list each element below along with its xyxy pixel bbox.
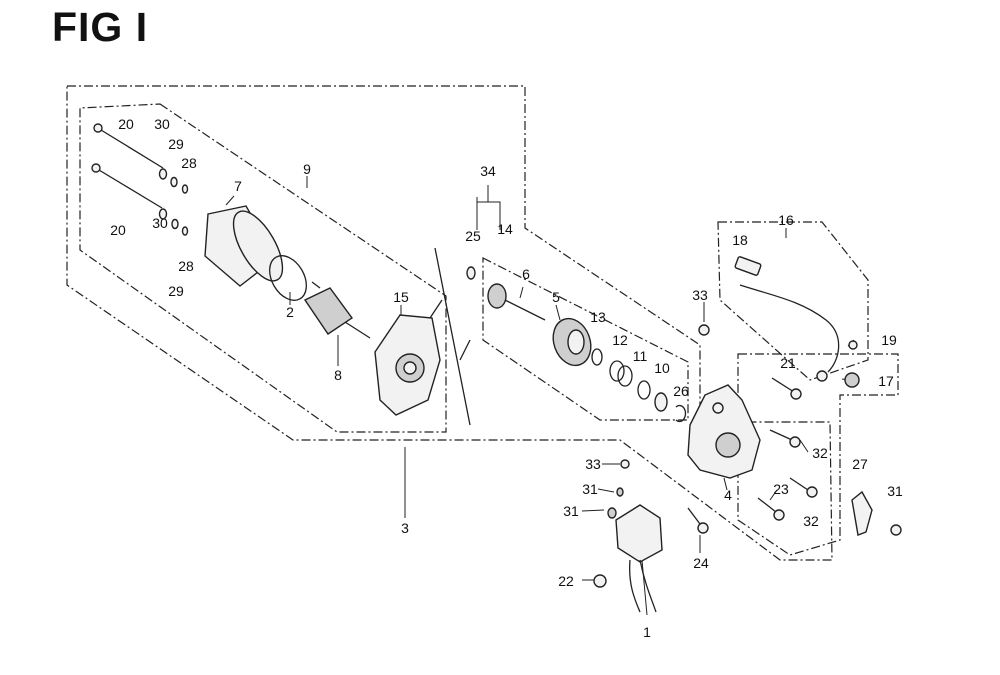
mount-bolt bbox=[757, 497, 785, 521]
callout-6: 6 bbox=[522, 266, 530, 282]
callout-31-upper: 31 bbox=[582, 481, 598, 497]
end-cover bbox=[374, 314, 441, 416]
callout-20-lower: 20 bbox=[110, 222, 126, 238]
cover-bolt bbox=[771, 377, 802, 400]
motor-housing bbox=[204, 205, 284, 287]
callout-19: 19 bbox=[881, 332, 897, 348]
callout-23: 23 bbox=[773, 481, 789, 497]
callout-15: 15 bbox=[393, 289, 409, 305]
callout-3: 3 bbox=[401, 520, 409, 536]
callout-2: 2 bbox=[286, 304, 294, 320]
cover-subassembly-frame bbox=[737, 353, 899, 556]
callout-25: 25 bbox=[465, 228, 481, 244]
spring-and-washers bbox=[591, 348, 687, 423]
relay-bolt bbox=[687, 507, 709, 534]
callout-9: 9 bbox=[303, 161, 311, 177]
armature bbox=[303, 281, 371, 339]
callout-22: 22 bbox=[558, 573, 574, 589]
callout-10: 10 bbox=[654, 360, 670, 376]
callout-11: 11 bbox=[633, 348, 648, 364]
long-bolt-upper bbox=[93, 123, 164, 169]
callout-33-lower: 33 bbox=[585, 456, 601, 472]
callout-34: 34 bbox=[480, 163, 496, 179]
mounting-bracket bbox=[851, 490, 902, 536]
callout-31-right: 31 bbox=[887, 483, 903, 499]
motor-subassembly-frame bbox=[79, 103, 447, 433]
callout-24: 24 bbox=[693, 555, 709, 571]
callout-17: 17 bbox=[878, 373, 894, 389]
callout-21: 21 bbox=[780, 355, 796, 371]
callout-7: 7 bbox=[234, 178, 242, 194]
o-ring bbox=[269, 255, 307, 301]
housing-cover bbox=[687, 384, 761, 479]
break-line bbox=[429, 247, 471, 426]
nut-lower bbox=[620, 459, 630, 469]
callout-13: 13 bbox=[590, 309, 606, 325]
leader-lines bbox=[225, 176, 855, 616]
cover-bolts bbox=[769, 429, 818, 498]
callout-16: 16 bbox=[778, 212, 794, 228]
callout-29-lower: 29 bbox=[168, 283, 184, 299]
callout-20-upper: 20 bbox=[118, 116, 134, 132]
callout-5: 5 bbox=[552, 289, 560, 305]
long-bolt-lower bbox=[91, 163, 163, 209]
callout-1: 1 bbox=[643, 624, 651, 640]
thrust-washer bbox=[466, 266, 476, 280]
cable bbox=[734, 256, 858, 382]
callout-30-lower: 30 bbox=[152, 215, 168, 231]
callout-29-upper: 29 bbox=[168, 136, 184, 152]
callout-12: 12 bbox=[612, 332, 628, 348]
starter-relay bbox=[607, 487, 663, 613]
callout-28-lower: 28 bbox=[178, 258, 194, 274]
callout-33-upper: 33 bbox=[692, 287, 708, 303]
callout-27: 27 bbox=[852, 456, 868, 472]
callout-30-upper: 30 bbox=[154, 116, 170, 132]
washer-set bbox=[158, 168, 189, 236]
callout-28-upper: 28 bbox=[181, 155, 197, 171]
drive-gear bbox=[487, 283, 546, 321]
clutch bbox=[552, 317, 592, 367]
callout-14: 14 bbox=[497, 221, 513, 237]
callout-4: 4 bbox=[724, 487, 732, 503]
terminal-nut bbox=[844, 372, 860, 388]
callout-26: 26 bbox=[673, 383, 689, 399]
relay-nut bbox=[593, 574, 607, 588]
callout-31-lower: 31 bbox=[563, 503, 579, 519]
callout-8: 8 bbox=[334, 367, 342, 383]
figure-title: FIG I bbox=[52, 4, 149, 50]
callout-18: 18 bbox=[732, 232, 748, 248]
nut-upper bbox=[698, 324, 710, 336]
callout-labels: 20 20 30 30 29 29 28 28 7 9 2 8 15 3 34 … bbox=[110, 116, 903, 640]
cable-subassembly-frame bbox=[717, 221, 869, 381]
bracket-subassembly-frame bbox=[482, 257, 689, 421]
callout-32-lower: 32 bbox=[803, 513, 819, 529]
outer-assembly-frame bbox=[66, 85, 833, 561]
callout-32-upper: 32 bbox=[812, 445, 828, 461]
